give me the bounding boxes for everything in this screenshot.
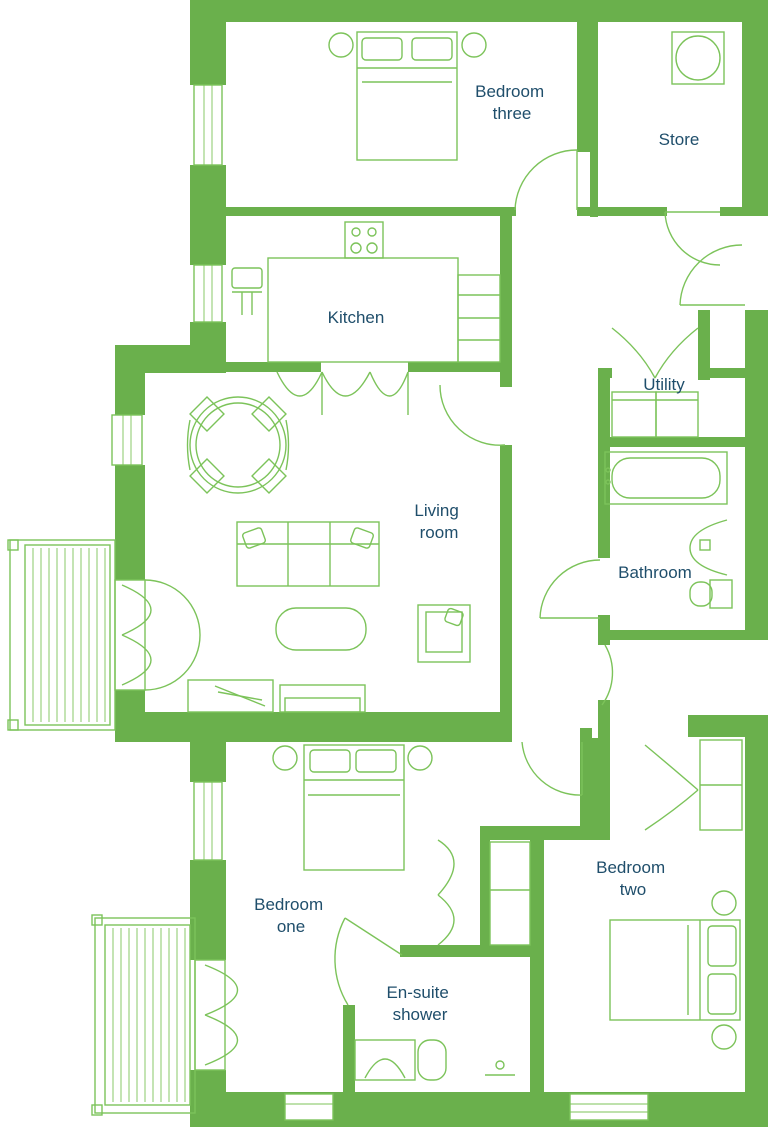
balcony-bedroom-one	[91, 914, 238, 1116]
room-labels: Bedroom three Store Kitchen Utility Livi…	[254, 82, 699, 1024]
utility-furniture	[611, 391, 699, 438]
coffee-table	[275, 607, 367, 651]
armchair	[417, 604, 471, 663]
kitchen-furniture	[231, 221, 501, 363]
bathroom-furniture	[604, 451, 733, 609]
bedroom-three-furniture	[328, 31, 487, 161]
label-living-room: Living room	[414, 501, 463, 542]
balcony-living	[7, 539, 201, 731]
sofa	[236, 521, 380, 587]
store-furniture	[671, 31, 725, 85]
bedroom-two-furniture	[609, 739, 743, 1050]
label-bedroom-three: Bedroom three	[475, 82, 549, 123]
bedroom-one-furniture	[272, 744, 531, 946]
label-kitchen: Kitchen	[328, 308, 385, 327]
windows	[111, 84, 649, 1121]
label-ensuite: En-suite shower	[386, 983, 453, 1024]
label-utility: Utility	[643, 375, 685, 394]
label-bathroom: Bathroom	[618, 563, 692, 582]
ensuite-furniture	[354, 1039, 515, 1081]
label-bedroom-one: Bedroom one	[254, 895, 328, 936]
label-bedroom-two: Bedroom two	[596, 858, 670, 899]
tv-unit	[187, 679, 366, 713]
walls	[115, 0, 768, 1127]
label-store: Store	[659, 130, 700, 149]
doors	[276, 149, 745, 1006]
dining-table	[186, 396, 290, 494]
